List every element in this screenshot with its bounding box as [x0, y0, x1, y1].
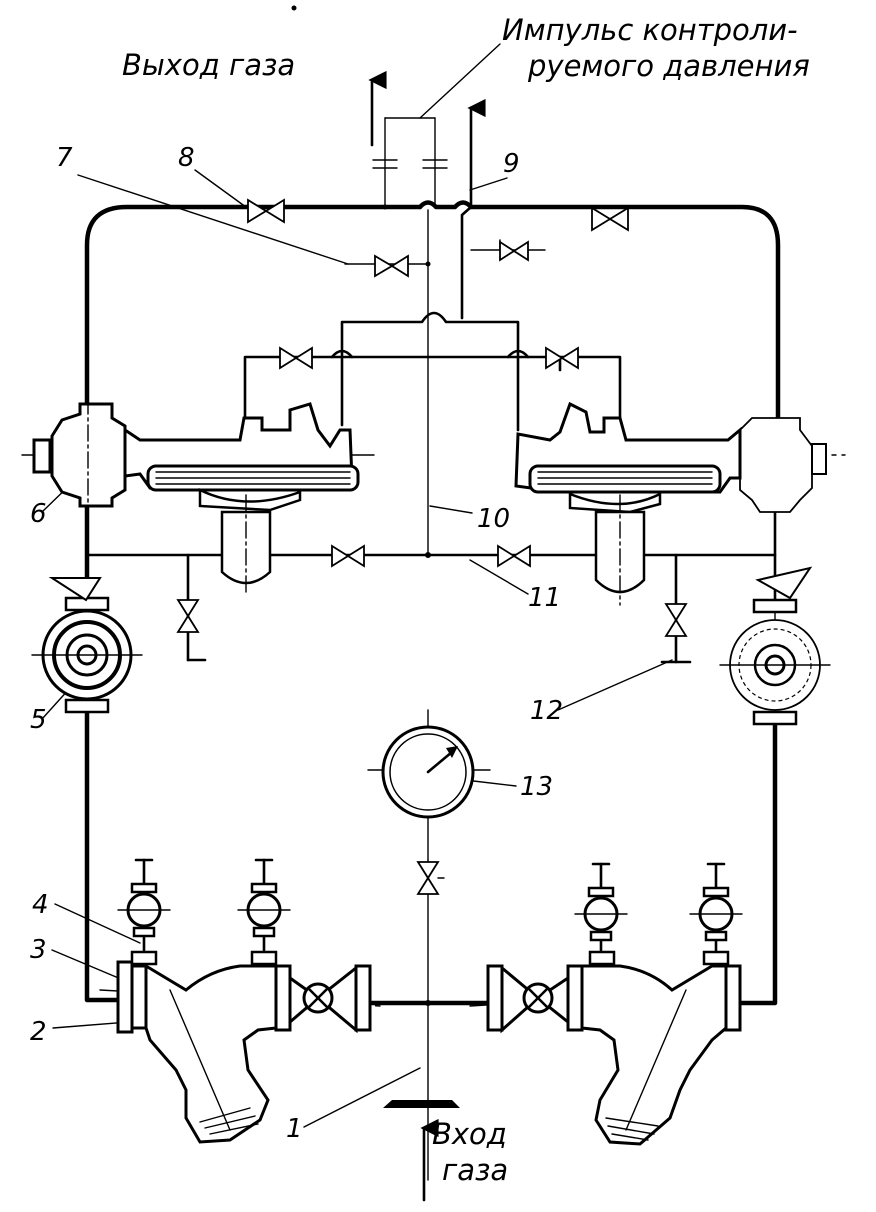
callout-4: 4 — [32, 890, 49, 920]
callout-3: 3 — [30, 935, 47, 965]
inlet-flange — [383, 1100, 460, 1108]
inlet-valve-assembly-right — [486, 950, 742, 1146]
impulse-label-line1: Импульс контроли- — [502, 13, 798, 47]
gas-inlet-label-line2: газа — [442, 1153, 508, 1187]
callout-6: 6 — [30, 499, 47, 529]
valves — [176, 198, 688, 895]
callout-2: 2 — [30, 1017, 47, 1047]
pressure-regulator-right — [514, 401, 827, 606]
callout-9: 9 — [503, 149, 520, 179]
impulse-label-line2: руемого давления — [527, 49, 810, 83]
callout-7: 7 — [56, 143, 73, 173]
branch-piping — [85, 98, 777, 664]
junction-dots — [291, 5, 431, 1006]
callout-11: 11 — [528, 583, 561, 613]
pressure-regulator-left — [32, 397, 360, 596]
callout-8: 8 — [178, 143, 195, 173]
gas-inlet-label-line1: Вход — [432, 1117, 507, 1151]
handwheel-taps — [117, 858, 743, 952]
callout-5: 5 — [30, 705, 47, 735]
filter-right — [719, 566, 831, 726]
callout-12: 12 — [530, 696, 563, 726]
filter-left — [31, 577, 143, 714]
pressure-gauge — [381, 725, 475, 819]
callout-10: 10 — [477, 504, 510, 534]
gas-outlet-label: Выход газа — [122, 48, 295, 82]
callout-1: 1 — [286, 1114, 303, 1144]
inlet-valve-assembly-left — [116, 950, 372, 1144]
callout-13: 13 — [520, 772, 553, 802]
